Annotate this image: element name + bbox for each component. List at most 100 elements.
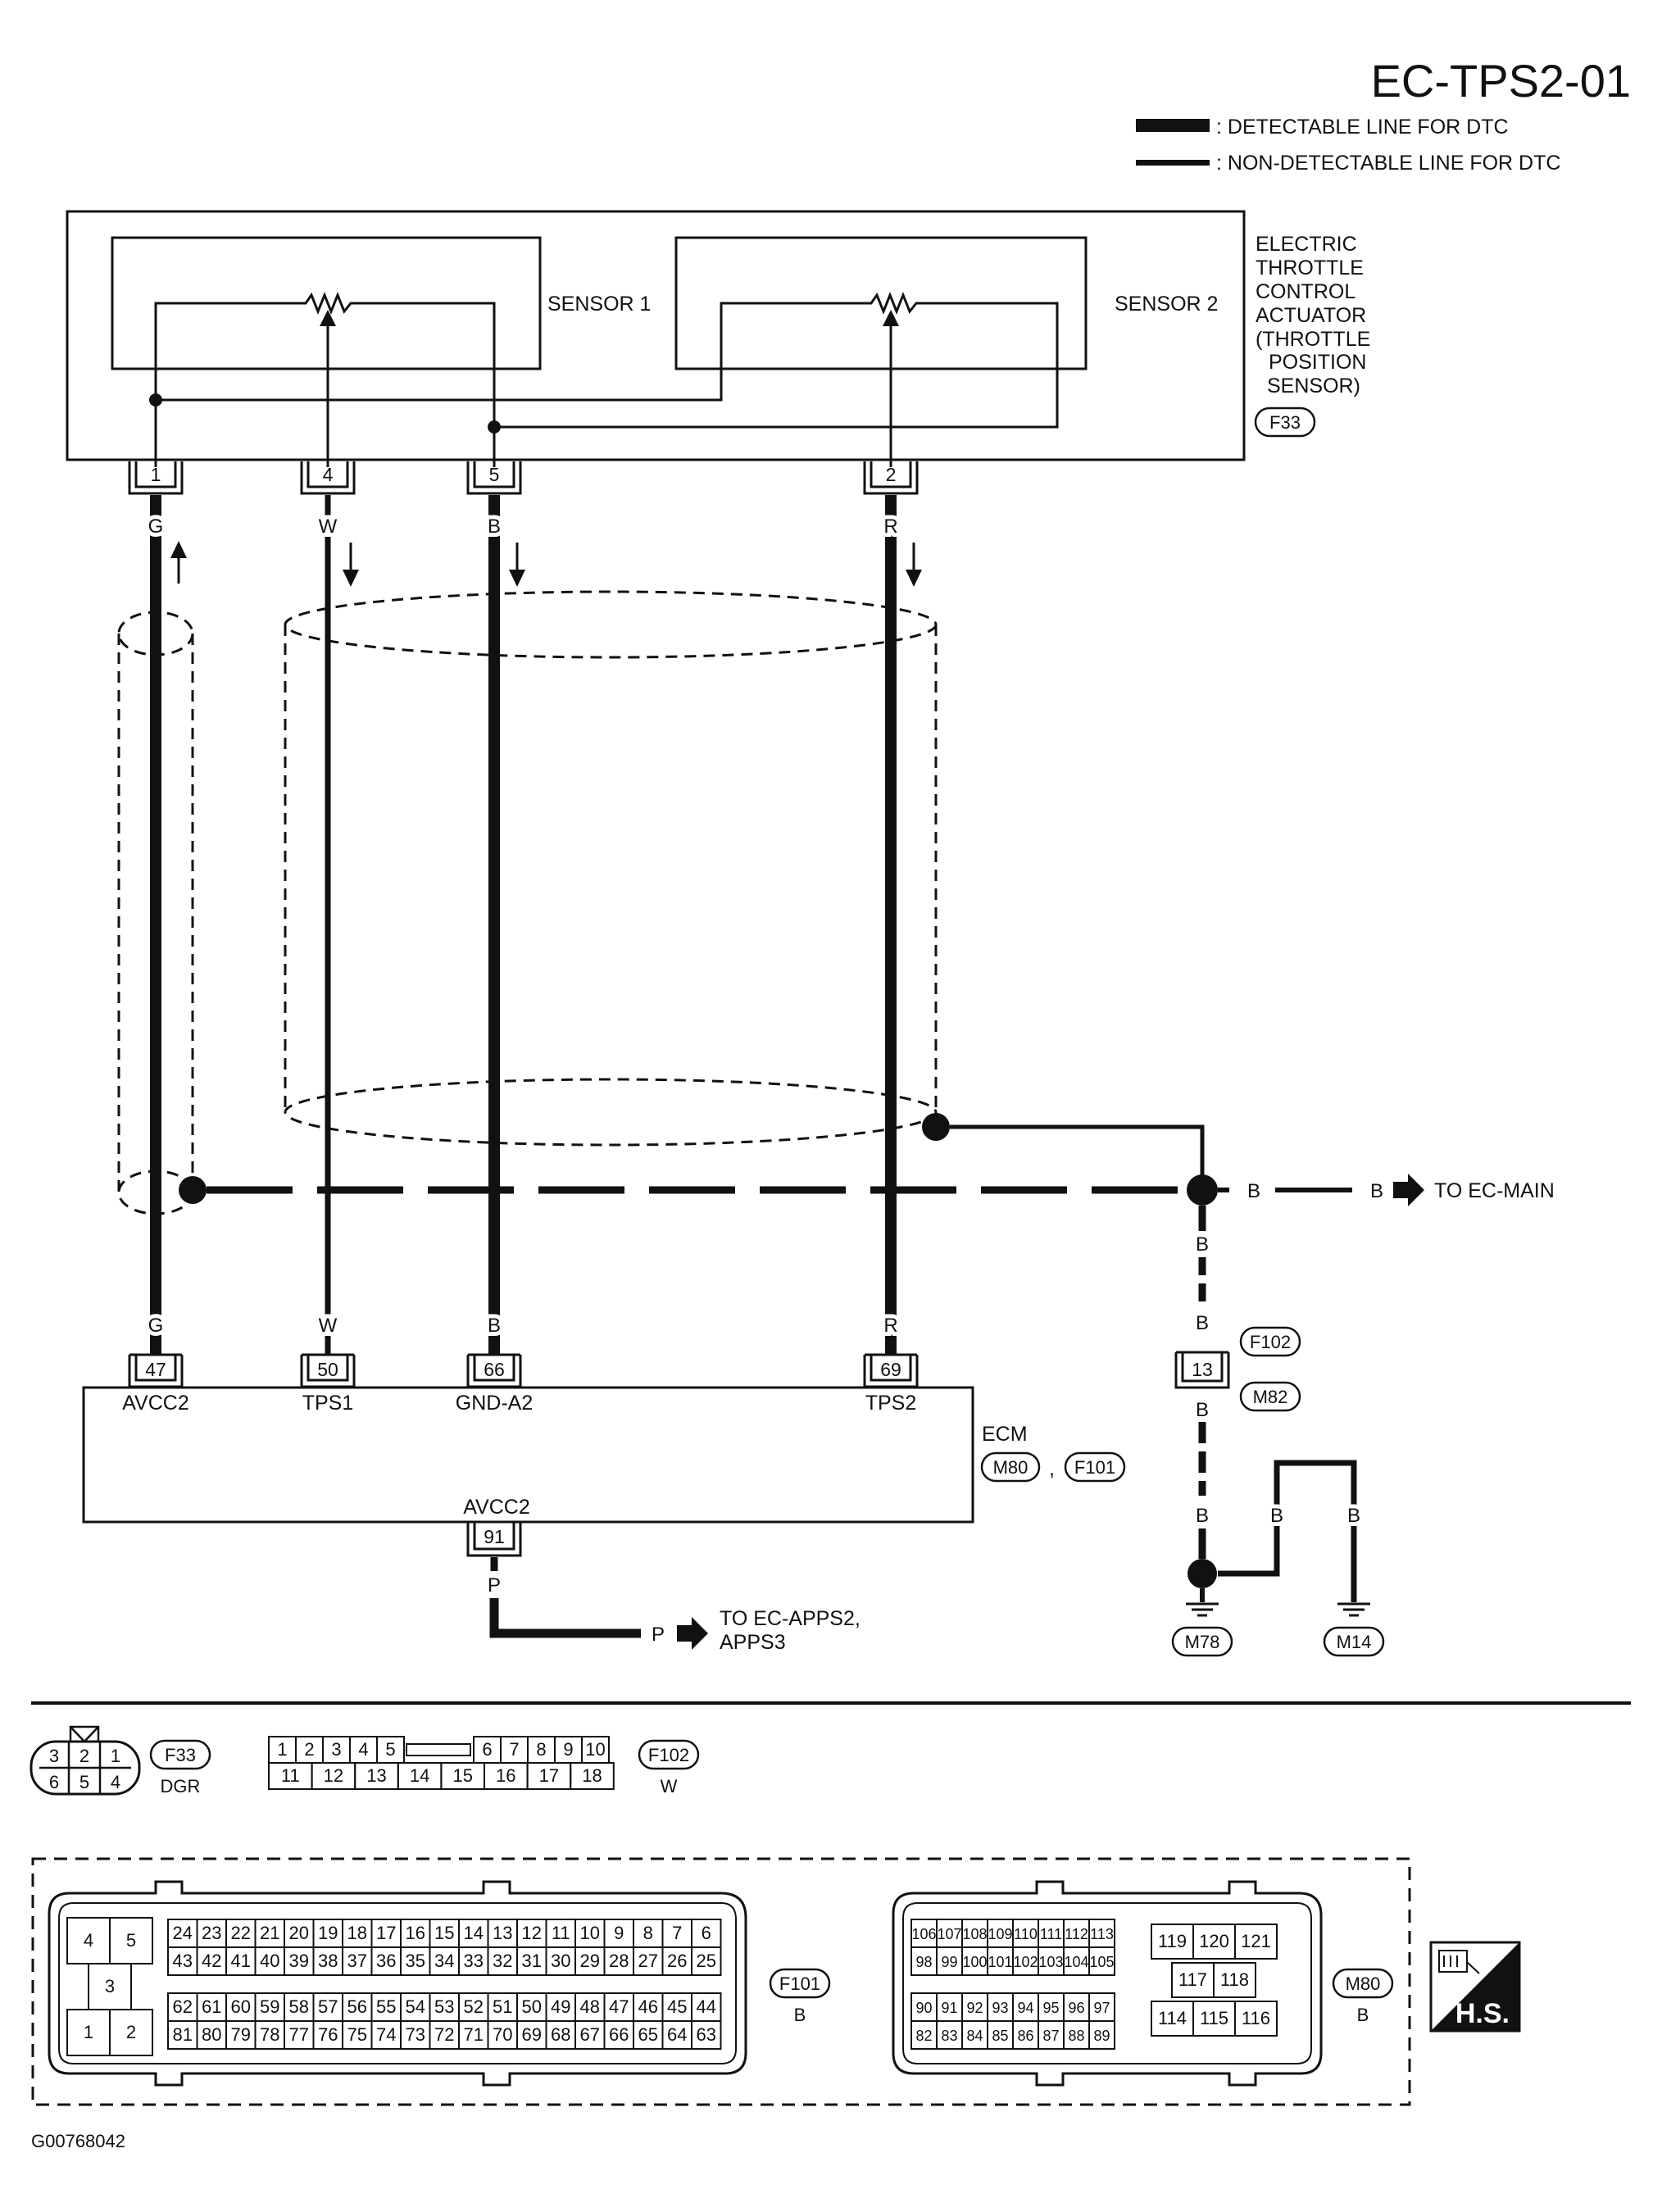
wire-b-direction-arrow <box>509 570 525 587</box>
f101-cell: 61 <box>202 1996 221 2017</box>
f101-cell: 32 <box>493 1951 512 1971</box>
f102-cell: 11 <box>281 1765 300 1786</box>
wire-b: B B <box>484 495 525 1355</box>
f101-cell: 67 <box>580 2024 600 2045</box>
f33-key <box>69 1725 100 1743</box>
f101-cell: 12 <box>522 1923 542 1943</box>
f33-key <box>84 1726 99 1742</box>
m80-cell: 99 <box>941 1954 957 1970</box>
f101-cell: 81 <box>173 2024 193 2045</box>
m80-cell: 118 <box>1220 1969 1249 1990</box>
connector-plug-icon <box>1438 1950 1480 1974</box>
m80-cell: 91 <box>941 2000 957 2016</box>
m80-cell: 87 <box>1042 2028 1059 2044</box>
m80-cell: 111 <box>1040 1926 1062 1942</box>
f102-cell: 8 <box>536 1739 546 1760</box>
actuator-label-line: (THROTTLE <box>1256 328 1370 351</box>
f102-cell: 4 <box>358 1739 368 1760</box>
f101-cell: 25 <box>697 1951 716 1971</box>
f101-cell: 80 <box>202 2024 221 2045</box>
f102-cell: 13 <box>366 1765 386 1786</box>
actuator-label-line: ELECTRIC <box>1256 233 1357 256</box>
ecm-label: ECM <box>982 1423 1028 1446</box>
f33-cell: 4 <box>111 1772 120 1792</box>
f101-cell: 40 <box>260 1951 279 1971</box>
to-main-arrow <box>1393 1174 1424 1206</box>
wire-w: W W <box>315 495 359 1355</box>
f101-cell: 24 <box>173 1923 193 1943</box>
footer-code: G00768042 <box>31 2131 125 2151</box>
f101-cell: 7 <box>672 1923 682 1943</box>
pin-2-number: 2 <box>886 464 897 485</box>
m80-color: B <box>1357 2005 1369 2025</box>
f101-cell: 78 <box>260 2024 279 2045</box>
m80-cell: 92 <box>966 2000 983 2016</box>
ecm-pin-47: 47 <box>145 1359 166 1380</box>
m80-cell: 114 <box>1158 2008 1187 2028</box>
apps-wire-color: P <box>652 1624 665 1646</box>
ecm-pin-label-tps2: TPS2 <box>865 1392 917 1415</box>
pin-2-connector <box>863 461 919 495</box>
shield-left-drain <box>179 1176 207 1204</box>
f101-cell: 54 <box>406 1996 425 2017</box>
f102-cell: 18 <box>582 1765 602 1786</box>
f101-cell: 14 <box>464 1923 484 1943</box>
f101-cell-box <box>691 1946 722 1976</box>
ground-splice-main <box>1187 1174 1218 1206</box>
f102-cell: 14 <box>410 1765 429 1786</box>
ecm-box <box>82 1386 974 1524</box>
m80-cell: 116 <box>1242 2008 1270 2028</box>
wire-g-color-bottom: G <box>148 1315 164 1337</box>
to-main-label: TO EC-MAIN <box>1434 1179 1555 1202</box>
diagram-title: EC-TPS2-01 <box>1371 55 1631 107</box>
m80-housing <box>892 1880 1323 2087</box>
f101-cell: 44 <box>697 1996 716 2017</box>
actuator-label-line: POSITION <box>1269 351 1366 374</box>
f101-cell: 3 <box>105 1976 115 1996</box>
f101-cell: 34 <box>434 1951 454 1971</box>
m80-cell: 121 <box>1241 1931 1271 1951</box>
f101-cell: 72 <box>434 2024 454 2045</box>
supply-splice <box>149 393 162 407</box>
badge-label: H.S. <box>1455 1998 1510 2029</box>
ground-m14-wire <box>1218 1460 1357 1602</box>
m80-cell: 97 <box>1093 2000 1110 2016</box>
m80-cell: 117 <box>1178 1969 1207 1990</box>
ecm: 47 50 66 69 AVCC2 TPS1 GND-A2 TPS2 AVCC2… <box>82 1353 1126 1557</box>
legend-non-detectable-swatch <box>1136 160 1210 166</box>
m80-cell: 103 <box>1038 1954 1063 1970</box>
wire-b-color-top: B <box>488 516 501 538</box>
f33-id: F33 <box>165 1745 196 1765</box>
badge-fill <box>1431 1942 1519 2031</box>
f101-cell: 9 <box>614 1923 624 1943</box>
f101-cell: 31 <box>522 1951 542 1971</box>
shield-main <box>284 590 938 1147</box>
m80-cell: 96 <box>1068 2000 1084 2016</box>
f101-cell: 18 <box>347 1923 367 1943</box>
f101-cell: 63 <box>697 2024 716 2045</box>
f101-id-tag <box>769 1968 831 1999</box>
throttle-actuator: SENSOR 1 SENSOR 2 ELECTRIC THROTTLE CONT… <box>66 210 1370 467</box>
ecm-connector-tag-f101 <box>1064 1451 1126 1483</box>
f101-cell: 64 <box>667 2024 687 2045</box>
wire-r: R R <box>879 495 922 1355</box>
f101-color: B <box>794 2005 806 2025</box>
f101-cell: 41 <box>231 1951 251 1971</box>
f101-cell: 70 <box>493 2024 512 2045</box>
wire-g-direction-arrow <box>170 541 187 558</box>
ground-m14-color: B <box>1270 1505 1283 1527</box>
m80-cell-box <box>1234 1924 1278 1960</box>
f102-cell: 6 <box>482 1739 492 1760</box>
f102-cell: 1 <box>277 1739 287 1760</box>
f101-cell: 22 <box>231 1923 251 1943</box>
f101-cell: 42 <box>202 1951 221 1971</box>
f101-cell: 45 <box>667 1996 687 2017</box>
apps-arrow <box>677 1617 708 1650</box>
f101-cell: 27 <box>638 1951 658 1971</box>
f102-cell: 12 <box>324 1765 343 1786</box>
wire-r-color-bottom: R <box>883 1315 897 1337</box>
m80-cell: 106 <box>911 1926 936 1942</box>
f101-cell: 60 <box>231 1996 251 2017</box>
f101-cell: 10 <box>580 1923 600 1943</box>
f101-cell: 57 <box>318 1996 338 2017</box>
